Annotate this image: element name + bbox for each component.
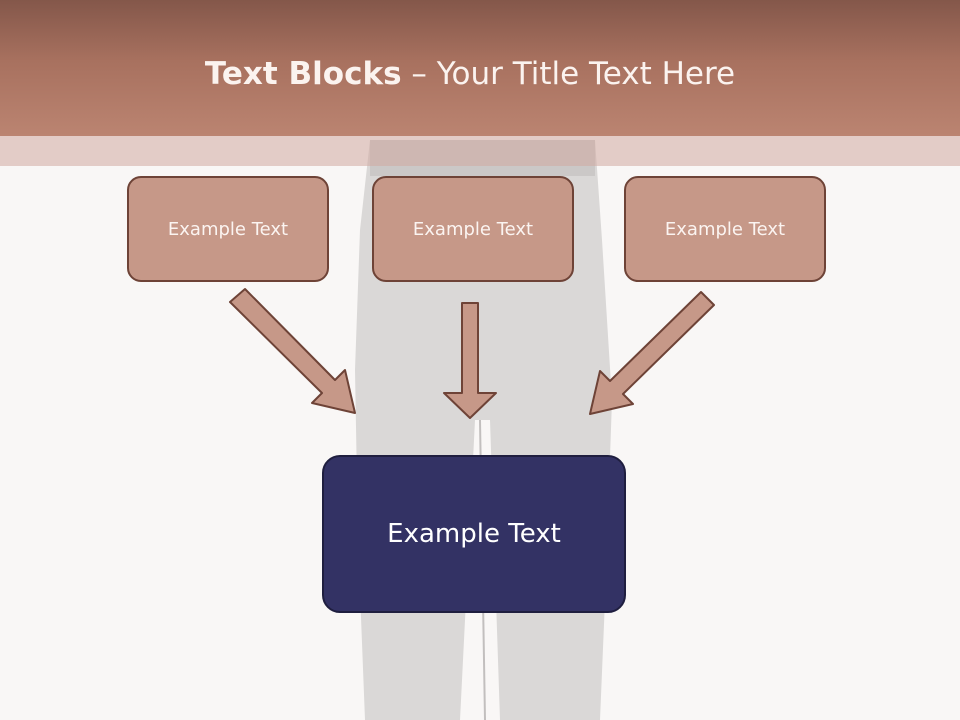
title-banner bbox=[0, 0, 960, 136]
title-dash: – bbox=[401, 56, 437, 92]
arrow-right-diagonal bbox=[589, 291, 715, 415]
text-block-left-label: Example Text bbox=[167, 218, 289, 240]
text-block-right[interactable]: Example Text bbox=[624, 176, 826, 282]
arrow-down-center bbox=[443, 302, 497, 419]
text-block-middle-label: Example Text bbox=[412, 218, 534, 240]
title-banner-strip bbox=[0, 136, 960, 166]
page-title: Text Blocks – Your Title Text Here bbox=[0, 52, 940, 96]
text-block-right-label: Example Text bbox=[664, 218, 786, 240]
title-bold-text: Text Blocks bbox=[204, 56, 402, 92]
text-block-left[interactable]: Example Text bbox=[127, 176, 329, 282]
arrow-left-diagonal bbox=[229, 288, 356, 414]
text-block-center[interactable]: Example Text bbox=[322, 455, 626, 613]
title-normal-text: Your Title Text Here bbox=[436, 56, 736, 92]
text-block-center-label: Example Text bbox=[387, 519, 561, 549]
text-block-middle[interactable]: Example Text bbox=[372, 176, 574, 282]
